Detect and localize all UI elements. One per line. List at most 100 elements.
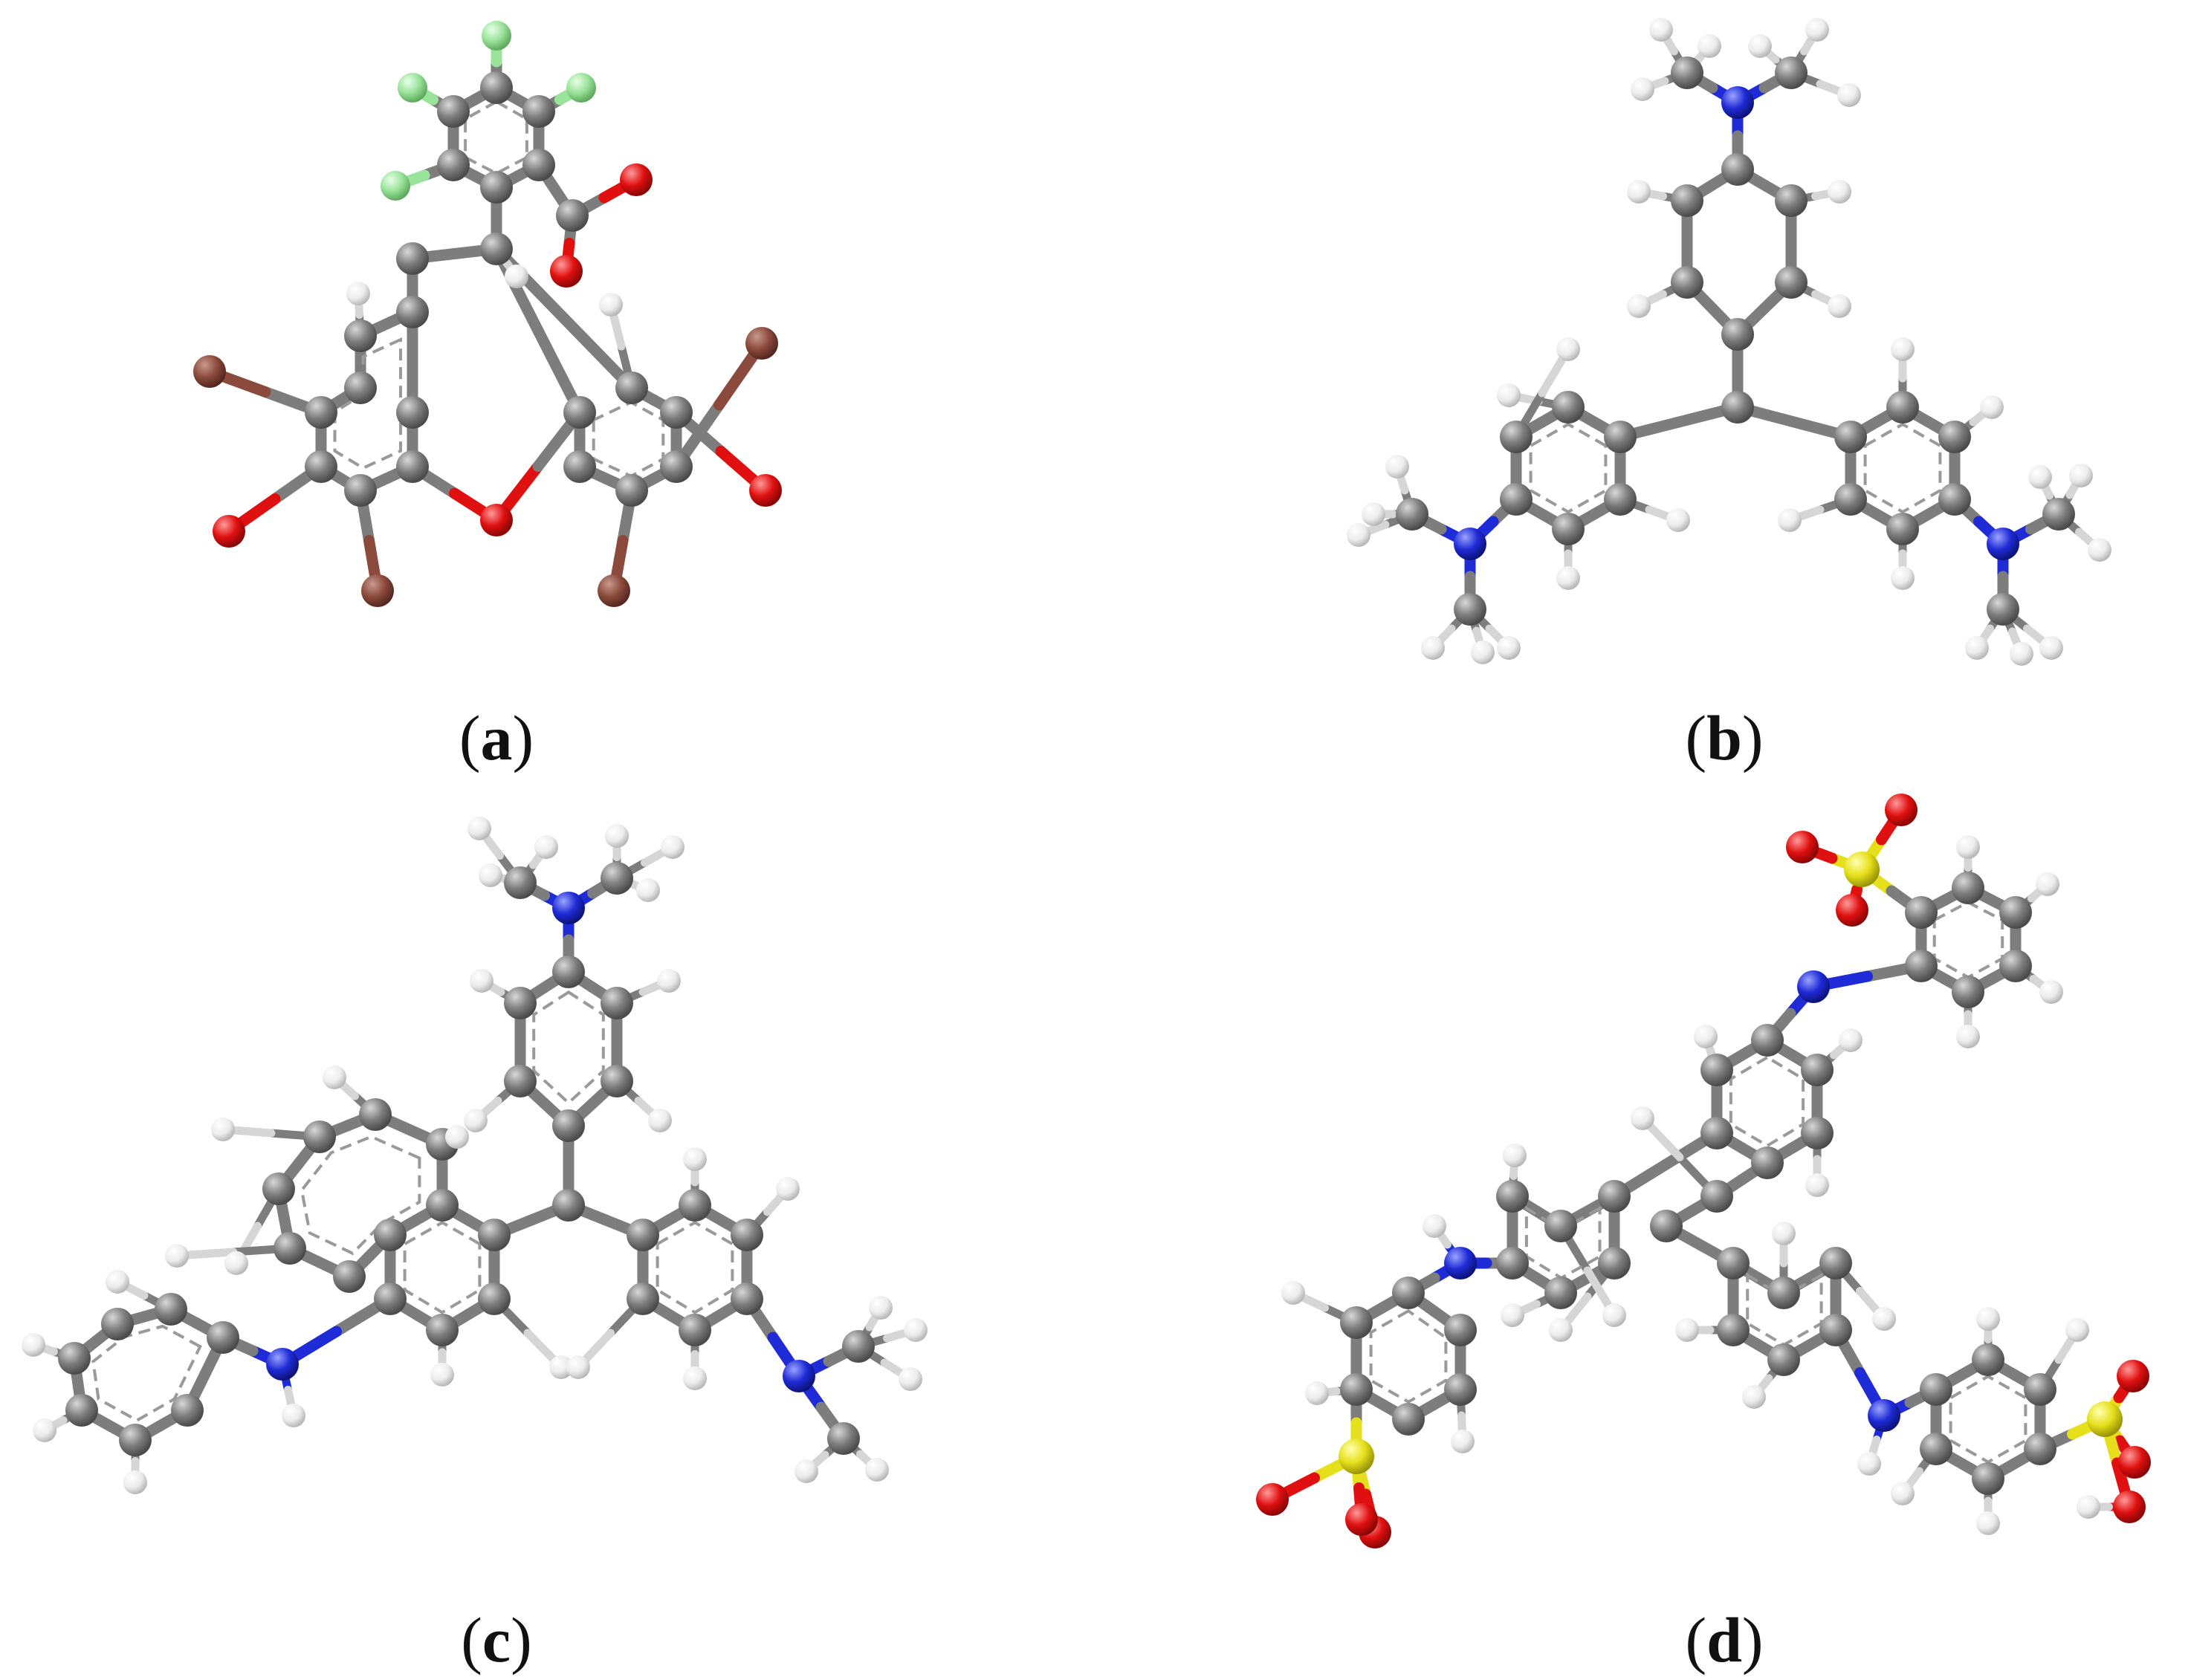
carbon-atom: [827, 1422, 860, 1455]
hydrogen-atom: [464, 1109, 488, 1132]
carbon-atom: [1552, 513, 1585, 545]
carbon-atom: [155, 1293, 187, 1326]
carbon-atom: [601, 862, 633, 895]
carbon-atom: [1598, 1180, 1631, 1213]
molecule-c: [22, 817, 928, 1494]
carbon-atom: [1972, 1462, 2004, 1495]
carbon-atom: [1500, 421, 1533, 453]
hydrogen-atom: [2069, 464, 2093, 487]
carbon-atom: [1700, 1054, 1733, 1086]
carbon-atom: [1819, 1314, 1852, 1346]
hydrogen-atom: [1872, 1307, 1896, 1331]
hydrogen-atom: [1649, 18, 1673, 42]
aromatic-ring: [1529, 422, 1608, 514]
hydrogen-atom: [2077, 1495, 2100, 1519]
hydrogen-atom: [1503, 1144, 1527, 1167]
hydrogen-atom: [1805, 1173, 1829, 1197]
hydrogen-atom: [1631, 1106, 1654, 1130]
aromatic-ring: [91, 1324, 202, 1422]
hydrogen-atom: [470, 969, 493, 993]
oxygen-atom: [550, 255, 583, 288]
nitrogen-atom: [783, 1360, 815, 1392]
carbon-atom: [627, 1219, 659, 1251]
aromatic-ring: [1932, 901, 2004, 979]
hydrogen-atom: [1839, 1028, 1862, 1052]
carbon-atom: [2042, 498, 2075, 531]
hydrogen-atom: [1805, 18, 1829, 42]
hydrogen-atom: [106, 1270, 129, 1294]
carbon-atom: [563, 450, 596, 483]
carbon-atom: [1700, 1117, 1733, 1149]
carbon-atom: [522, 149, 555, 181]
aromatic-ring: [1369, 1308, 1448, 1404]
carbon-atom: [1905, 896, 1938, 929]
hydrogen-atom: [1980, 395, 2004, 419]
oxygen-atom: [480, 504, 513, 536]
carbon-atom: [601, 987, 633, 1019]
carbon-atom: [303, 1120, 336, 1153]
hydrogen-atom: [1421, 636, 1445, 660]
carbon-atom: [58, 1342, 91, 1375]
hydrogen-atom: [33, 1418, 56, 1442]
hydrogen-atom: [1631, 77, 1654, 101]
carbon-atom: [556, 199, 589, 232]
hydrogen-atom: [445, 1125, 469, 1149]
mol-d-atoms: [1256, 794, 2151, 1548]
carbon-atom: [731, 1282, 763, 1315]
carbon-atom: [1999, 896, 2032, 929]
oxygen-atom: [620, 163, 653, 196]
carbon-atom: [1604, 483, 1637, 516]
hydrogen-atom: [683, 1147, 707, 1171]
carbon-atom: [396, 242, 429, 275]
sulfur-atom: [1339, 1439, 1374, 1474]
carbon-atom: [1671, 266, 1703, 299]
carbon-atom: [396, 296, 429, 328]
hydrogen-atom: [1956, 835, 1980, 859]
nitrogen-atom: [552, 892, 585, 924]
carbon-atom: [396, 396, 429, 429]
caption-b: (b): [1685, 702, 1763, 773]
carbon-atom: [1801, 1117, 1834, 1149]
aromatic-ring: [333, 337, 402, 470]
carbon-atom: [504, 1065, 537, 1097]
hydrogen-atom: [1698, 34, 1721, 58]
carbon-atom: [1938, 421, 1971, 453]
carbon-atom: [274, 1232, 306, 1265]
mol-c-aromatic-rings: [91, 990, 734, 1422]
hydrogen-atom: [1828, 294, 1851, 318]
carbon-atom: [504, 987, 537, 1019]
nitrogen-atom: [1454, 528, 1486, 560]
hydrogen-atom: [1675, 1318, 1699, 1342]
hydrogen-atom: [1666, 508, 1690, 532]
carbon-atom: [563, 396, 596, 429]
carbon-atom: [344, 320, 377, 352]
hydrogen-atom: [566, 1355, 590, 1379]
carbon-atom: [207, 1321, 239, 1354]
carbon-atom: [1999, 950, 2032, 982]
hydrogen-atom: [1828, 180, 1851, 204]
carbon-atom: [504, 866, 537, 899]
carbon-atom: [552, 956, 585, 988]
hydrogen-atom: [1772, 1222, 1796, 1245]
carbon-atom: [1886, 391, 1919, 424]
carbon-atom: [1721, 153, 1754, 186]
carbon-atom: [1775, 266, 1808, 299]
carbon-atom: [1598, 1247, 1631, 1280]
hydrogen-atom: [1497, 636, 1521, 660]
carbon-atom: [615, 474, 648, 507]
carbon-atom: [65, 1394, 98, 1427]
carbon-atom: [679, 1189, 711, 1222]
carbon-atom: [1987, 593, 2019, 626]
carbon-atom: [1544, 1277, 1577, 1309]
carbon-atom: [480, 233, 513, 265]
fluorine-atom: [381, 171, 410, 201]
nitrogen-atom: [1987, 528, 2019, 560]
hydrogen-atom: [1742, 1385, 1766, 1409]
carbon-atom: [1767, 1277, 1800, 1309]
hydrogen-atom: [505, 265, 528, 288]
oxygen-atom: [1786, 831, 1819, 863]
hydrogen-atom: [1965, 636, 1989, 660]
hydrogen-atom: [165, 1244, 189, 1268]
hydrogen-atom: [224, 1251, 248, 1275]
